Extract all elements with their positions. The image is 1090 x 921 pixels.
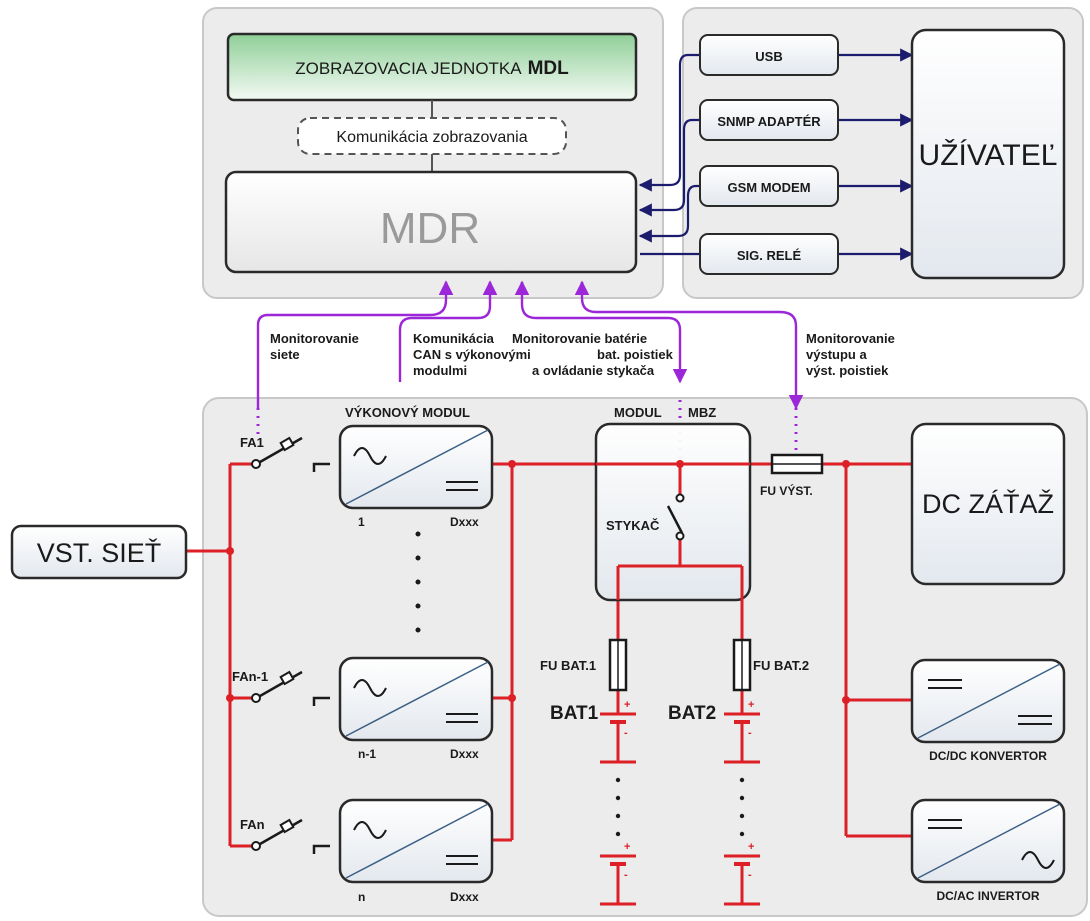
contactor-label: STYKAČ: [606, 518, 660, 533]
power-panel: [202, 397, 1088, 917]
mains-input-label: VST. SIEŤ: [37, 537, 162, 568]
battery-fuse-2-label: FU BAT.2: [753, 658, 809, 673]
mon-out-1: Monitorovanie: [806, 331, 895, 346]
breaker-fa1: [251, 436, 330, 472]
mon-bat-3: a ovládanie stykača: [532, 363, 655, 378]
dcdc-converter: [910, 658, 1066, 744]
battery-fuse-1: [608, 638, 628, 692]
relay-box: [699, 233, 839, 275]
snmp-box: [699, 99, 839, 141]
user-label: UŽÍVATEĽ: [919, 139, 1058, 172]
monitoring-lines: [256, 280, 804, 410]
mon-out-3: výst. poistiek: [806, 363, 889, 378]
module-1-number: 1: [358, 515, 365, 529]
dc-load-box: [910, 422, 1066, 586]
battery-fuse-1-label: FU BAT.1: [540, 658, 596, 673]
snmp-label: SNMP ADAPTÉR: [717, 114, 821, 129]
relay-label: SIG. RELÉ: [737, 248, 802, 263]
mon-bat-2: bat. poistiek: [597, 347, 674, 362]
mbz-title-2: MBZ: [688, 405, 716, 420]
svg-text:-: -: [624, 869, 628, 881]
battery-fuse-2: [732, 638, 752, 692]
mon-can-3: modulmi: [413, 363, 467, 378]
svg-text:-: -: [624, 727, 628, 739]
power-module-n: [338, 798, 494, 884]
svg-text:-: -: [748, 727, 752, 739]
mains-input-box: [10, 524, 188, 580]
power-module-n1: [338, 656, 494, 742]
module-title: VÝKONOVÝ MODUL: [345, 405, 470, 420]
gsm-label: GSM MODEM: [727, 180, 810, 195]
mon-out-2: výstupu a: [806, 347, 867, 362]
dc-load-label: DC ZÁŤAŽ: [922, 488, 1054, 519]
battery-string-1: + - + -: [600, 699, 636, 906]
mdr-label: MDR: [380, 204, 480, 253]
svg-text:+: +: [624, 841, 630, 853]
power-module-1: [338, 424, 494, 510]
mbz-internal-wiring: [596, 462, 750, 600]
module-n1-number: n-1: [358, 747, 376, 761]
mon-can-2: CAN s výkonovými: [413, 347, 531, 362]
breaker-fan-label: FAn: [240, 817, 265, 832]
breaker-fa1-label: FA1: [240, 435, 264, 450]
module-ellipsis: [415, 531, 421, 633]
display-comm-box: [297, 117, 567, 155]
svg-text:+: +: [624, 699, 630, 711]
module-1-type: Dxxx: [450, 515, 479, 529]
dcac-label: DC/AC INVERTOR: [936, 889, 1039, 903]
output-fuse-label: FU VÝST.: [760, 483, 813, 498]
mdr-box: [224, 170, 638, 274]
mon-bat-1: Monitorovanie batérie: [512, 331, 647, 346]
svg-text:-: -: [748, 869, 752, 881]
ac-symbol-icon: [353, 447, 387, 465]
module-n-type: Dxxx: [450, 890, 479, 904]
monitoring-dotted: [256, 400, 798, 462]
dcac-inverter: [910, 798, 1066, 884]
module-n-number: n: [358, 890, 365, 904]
user-box: [910, 28, 1066, 280]
mon-mains-1: Monitorovanie: [270, 331, 359, 346]
breaker-fan1: [251, 670, 330, 706]
mbz-title-1: MODUL: [614, 405, 662, 420]
battery-1-label: BAT1: [550, 703, 599, 724]
mon-can-1: Komunikácia: [413, 331, 495, 346]
module-n1-type: Dxxx: [450, 747, 479, 761]
breaker-fan1-label: FAn-1: [232, 669, 268, 684]
battery-2-label: BAT2: [668, 703, 716, 724]
usb-box: [699, 34, 839, 76]
mbz-module-box: [594, 422, 752, 602]
mon-mains-2: siete: [270, 347, 300, 362]
battery-string-2: + - + -: [724, 699, 760, 906]
display-comm-label: Komunikácia zobrazovania: [336, 129, 527, 146]
svg-text:+: +: [748, 699, 754, 711]
usb-label: USB: [755, 49, 782, 64]
gsm-box: [699, 165, 839, 207]
svg-text:+: +: [748, 841, 754, 853]
dcdc-label: DC/DC KONVERTOR: [929, 749, 1047, 763]
contactor-switch: [666, 493, 685, 541]
breaker-fan: [251, 818, 330, 854]
comm-lines: [638, 48, 914, 261]
